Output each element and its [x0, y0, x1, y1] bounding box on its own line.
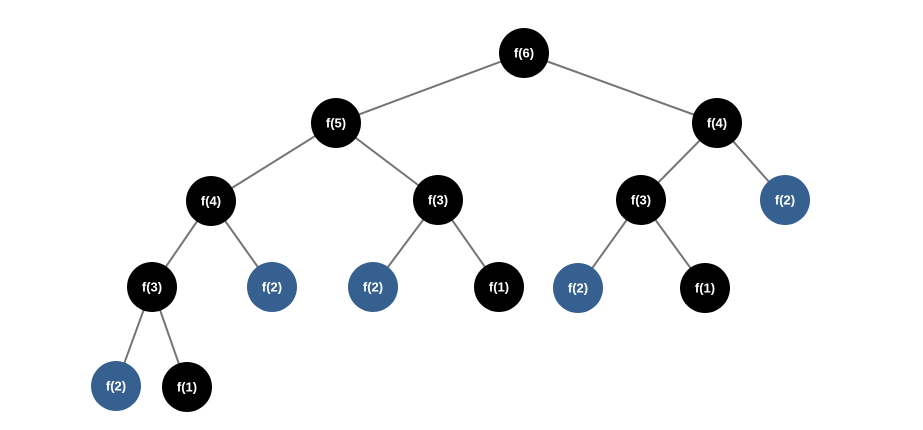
- node-label: f(1): [489, 280, 509, 295]
- node-circle: [616, 175, 666, 225]
- node-label: f(3): [428, 193, 448, 208]
- tree-node: f(2): [91, 361, 141, 411]
- tree-node: f(3): [616, 175, 666, 225]
- node-label: f(2): [262, 280, 282, 295]
- tree-edge: [335, 52, 525, 124]
- node-circle: [186, 176, 236, 226]
- tree-node: f(1): [474, 262, 524, 312]
- node-circle: [413, 175, 463, 225]
- memoized-node-circle: [760, 175, 810, 225]
- tree-node: f(2): [760, 175, 810, 225]
- memoized-node-circle: [553, 263, 603, 313]
- tree-node: f(4): [186, 176, 236, 226]
- tree-node: f(2): [348, 262, 398, 312]
- node-circle: [474, 262, 524, 312]
- tree-node: f(1): [162, 362, 212, 412]
- memoized-node-circle: [247, 262, 297, 312]
- tree-node: f(4): [692, 98, 742, 148]
- tree-node: f(3): [127, 262, 177, 312]
- node-circle: [162, 362, 212, 412]
- tree-node: f(2): [553, 263, 603, 313]
- node-label: f(6): [514, 46, 534, 61]
- node-circle: [499, 28, 549, 78]
- node-label: f(2): [106, 379, 126, 394]
- tree-node: f(6): [499, 28, 549, 78]
- memoized-node-circle: [91, 361, 141, 411]
- tree-node: f(2): [247, 262, 297, 312]
- node-circle: [311, 98, 361, 148]
- node-label: f(1): [695, 281, 715, 296]
- node-circle: [692, 98, 742, 148]
- memoized-node-circle: [348, 262, 398, 312]
- tree-node: f(3): [413, 175, 463, 225]
- node-circle: [127, 262, 177, 312]
- tree-node: f(1): [680, 263, 730, 313]
- tree-node: f(5): [311, 98, 361, 148]
- node-label: f(2): [775, 193, 795, 208]
- node-circle: [680, 263, 730, 313]
- node-label: f(4): [201, 194, 221, 209]
- node-label: f(4): [707, 116, 727, 131]
- node-label: f(2): [568, 281, 588, 296]
- node-label: f(2): [363, 280, 383, 295]
- node-label: f(5): [326, 116, 346, 131]
- node-label: f(3): [631, 193, 651, 208]
- node-label: f(3): [142, 280, 162, 295]
- tree-edge: [523, 52, 718, 124]
- node-label: f(1): [177, 380, 197, 395]
- node-layer: f(6) f(5) f(4) f(4) f(3) f(3) f(2) f(3) f(2) f(2)…: [91, 28, 810, 412]
